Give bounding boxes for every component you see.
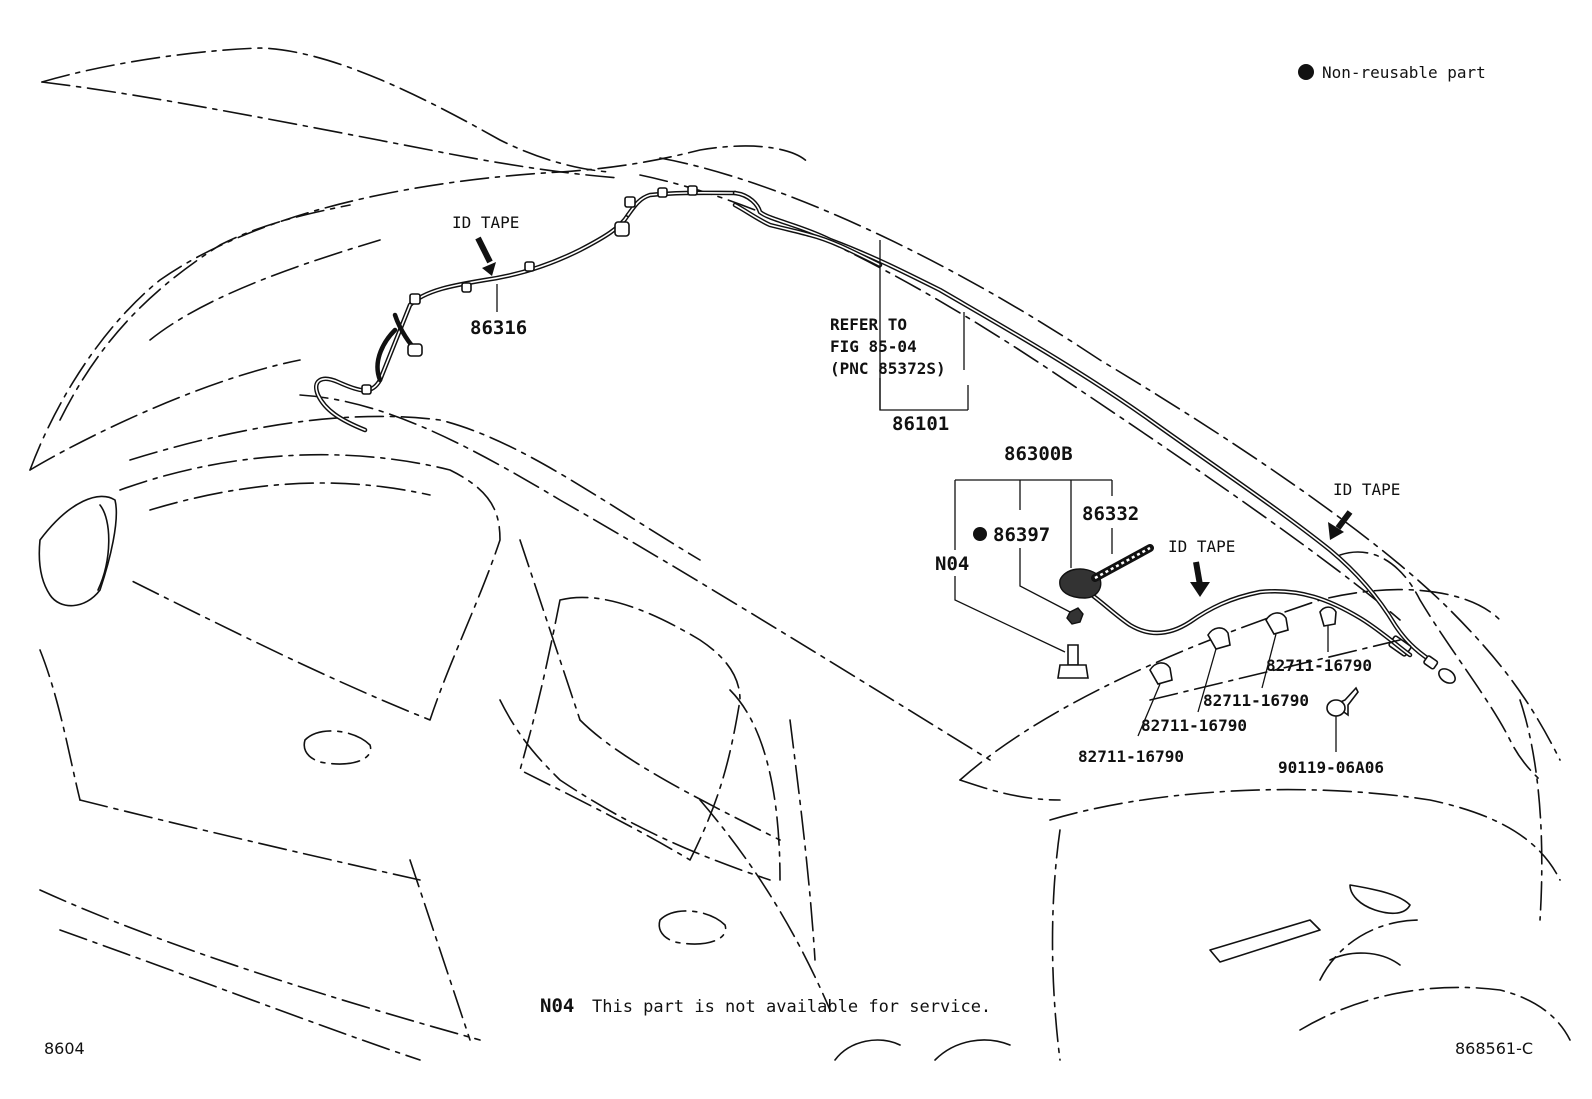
page-code-left: 8604 [44, 1039, 85, 1058]
id-tape-arrow-1 [475, 236, 496, 276]
non-reusable-icon [973, 527, 987, 541]
refer-label-line1: REFER TO [830, 315, 907, 334]
filled-circle-icon [1298, 64, 1314, 80]
part-label-82711-b: 82711-16790 [1141, 716, 1247, 735]
part-label-82711-c: 82711-16790 [1203, 691, 1309, 710]
footnote-text: This part is not available for service. [592, 997, 991, 1017]
part-label-86332: 86332 [1082, 503, 1139, 525]
part-label-86316: 86316 [470, 317, 527, 339]
part-label-N04: N04 [935, 553, 969, 575]
part-label-86101: 86101 [892, 413, 949, 435]
part-label-82711-a: 82711-16790 [1078, 747, 1184, 766]
legend-text: Non-reusable part [1322, 63, 1486, 82]
antenna-assembly-86300B [1057, 544, 1413, 679]
refer-label-line2: FIG 85-04 [830, 337, 917, 356]
part-label-90119: 90119-06A06 [1278, 758, 1384, 777]
antenna-cord-86316 [314, 185, 738, 433]
id-tape-label-1: ID TAPE [452, 213, 519, 232]
leader-lines [496, 240, 1337, 752]
part-label-86397: 86397 [993, 524, 1050, 546]
id-tape-arrow-3 [1328, 510, 1353, 540]
part-label-82711-d: 82711-16790 [1266, 656, 1372, 675]
clamps-and-bolt [1149, 606, 1401, 717]
part-label-86300B: 86300B [1004, 443, 1073, 465]
page-code-right: 868561-C [1455, 1039, 1533, 1058]
id-tape-arrow-2 [1190, 561, 1210, 597]
id-tape-label-3: ID TAPE [1333, 480, 1400, 499]
vehicle-outline [29, 47, 1571, 1061]
id-tape-label-2: ID TAPE [1168, 537, 1235, 556]
footnote-code: N04 [540, 995, 574, 1017]
refer-label-line3: (PNC 85372S) [830, 359, 946, 378]
